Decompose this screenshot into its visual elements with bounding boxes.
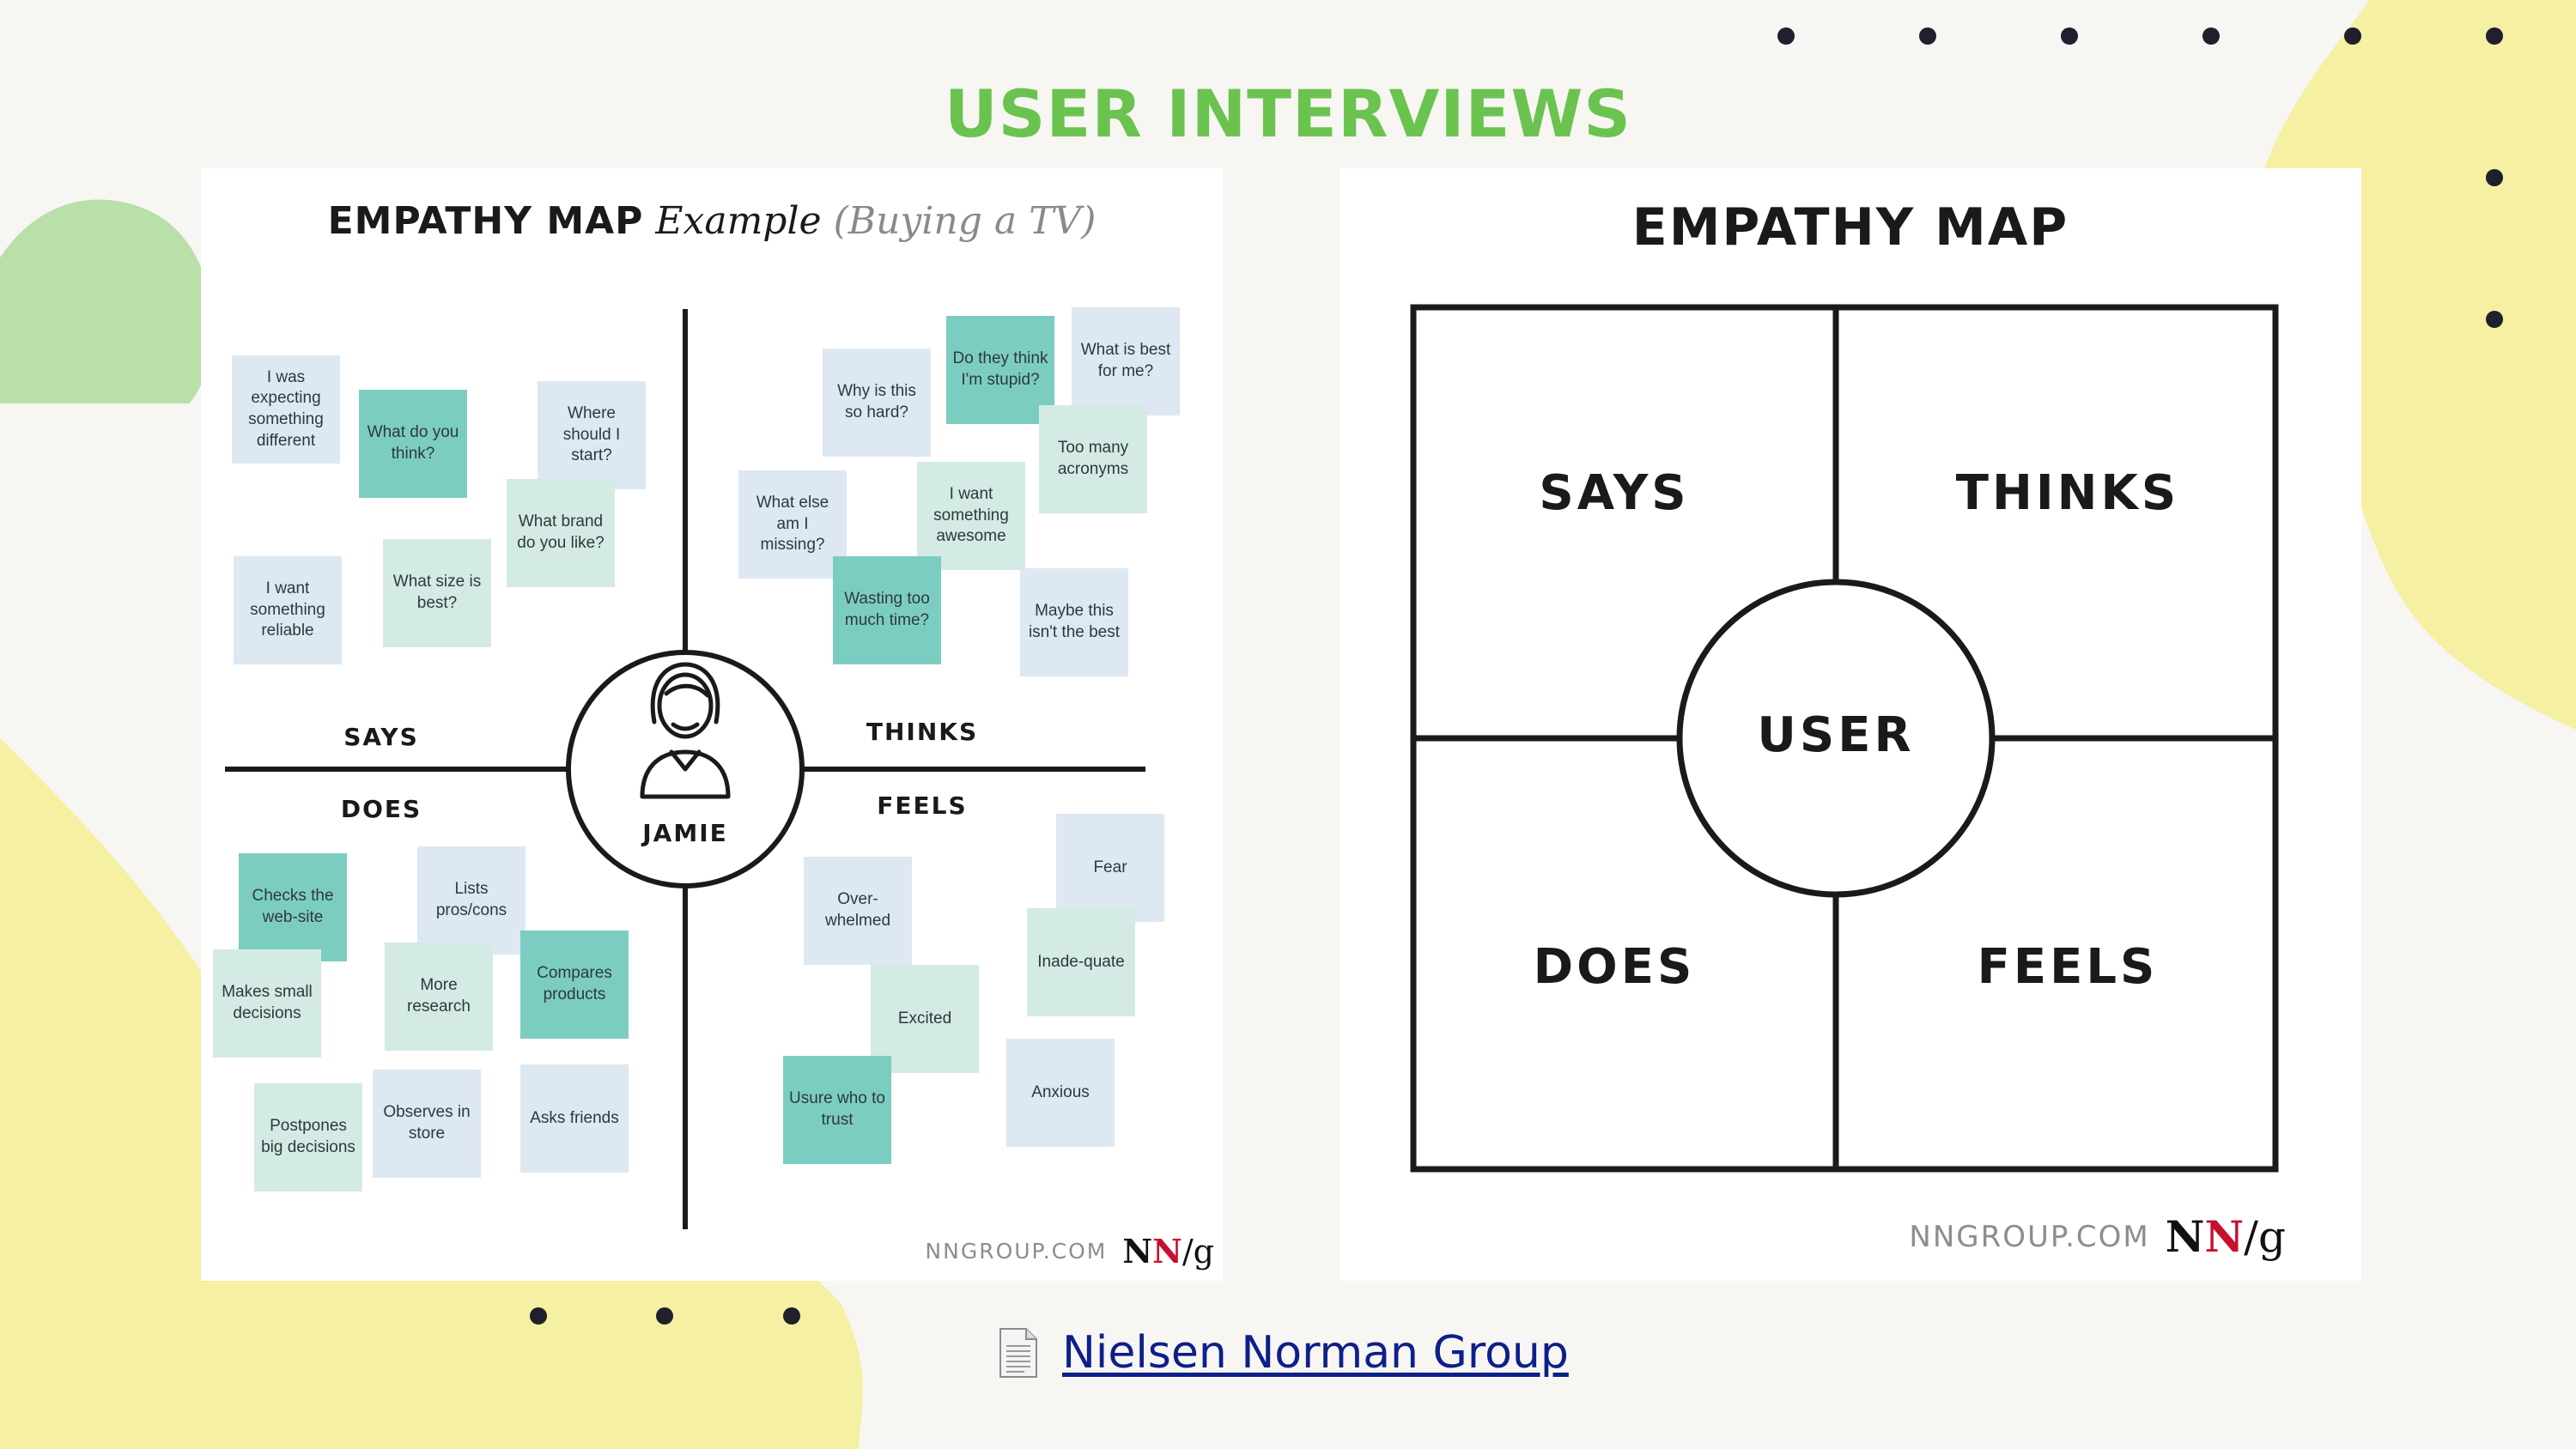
nng-logo-n1: N: [2165, 1211, 2205, 1262]
sticky-note: Excited: [871, 965, 979, 1073]
sticky-note: Postpones big decisions: [254, 1083, 362, 1191]
example-label-feels: FEELS: [877, 791, 968, 820]
sticky-note: What else am I missing?: [738, 470, 847, 579]
sticky-note: Inade-quate: [1027, 908, 1135, 1016]
example-map-title: EMPATHY MAP Example (Buying a TV): [201, 199, 1223, 243]
example-label-says: SAYS: [343, 723, 419, 751]
empathy-map-example: EMPATHY MAP Example (Buying a TV) JAMIE …: [201, 168, 1223, 1281]
sticky-note: I want something awesome: [917, 462, 1025, 570]
source-link-row: Nielsen Norman Group: [999, 1327, 1569, 1379]
example-title-italic: Example: [655, 199, 822, 243]
sticky-note: Over-whelmed: [804, 857, 912, 965]
template-label-says: SAYS: [1539, 465, 1690, 521]
sticky-note: What do you think?: [359, 390, 467, 498]
template-label-does: DOES: [1533, 939, 1696, 995]
sticky-note: Lists pros/cons: [417, 846, 526, 955]
sticky-note: What size is best?: [383, 539, 491, 647]
nng-logo-n2: N: [1152, 1232, 1182, 1270]
template-label-thinks: THINKS: [1955, 465, 2180, 521]
nng-logo-n2: N: [2204, 1211, 2245, 1262]
example-label-does: DOES: [340, 795, 422, 823]
template-label-feels: FEELS: [1977, 939, 2159, 995]
template-map-title: EMPATHY MAP: [1631, 197, 2069, 258]
sticky-note: Compares products: [520, 931, 629, 1039]
nng-logo-n1: N: [1122, 1232, 1153, 1270]
dot-grid-top-right: [1777, 27, 2503, 328]
sticky-note: What brand do you like?: [507, 479, 615, 587]
nng-logo: NN/g: [2166, 1211, 2286, 1262]
sticky-note: Anxious: [1006, 1039, 1115, 1147]
person-icon: [640, 662, 731, 799]
sticky-note: Maybe this isn't the best: [1020, 568, 1128, 676]
nng-logo-g: /g: [2244, 1212, 2286, 1262]
empathy-map-template: EMPATHY MAP USER SAYS THINKS DOES FEELS …: [1340, 168, 2361, 1281]
sticky-note: More research: [385, 943, 493, 1051]
nielsen-norman-group-link[interactable]: Nielsen Norman Group: [1062, 1327, 1569, 1379]
sticky-note: Why is this so hard?: [823, 349, 931, 457]
sticky-note: I want something reliable: [234, 556, 342, 664]
template-map-footer: NNGROUP.COM NN/g: [1909, 1211, 2286, 1262]
example-title-paren: (Buying a TV): [833, 199, 1097, 243]
example-map-axes: [225, 309, 1145, 1229]
sticky-note: Where should I start?: [538, 381, 646, 489]
sticky-note: Do they think I'm stupid?: [946, 316, 1054, 424]
example-center-label: JAMIE: [642, 819, 728, 847]
sticky-note: Asks friends: [520, 1064, 629, 1173]
example-map-footer: NNGROUP.COM NN/g: [925, 1232, 1214, 1270]
sticky-note: Fear: [1056, 814, 1164, 922]
sticky-note: Usure who to trust: [783, 1056, 891, 1164]
slide-title: USER INTERVIEWS: [944, 76, 1632, 152]
nng-logo: NN/g: [1122, 1232, 1214, 1270]
sticky-note: Checks the web-site: [239, 853, 347, 961]
template-center-label: USER: [1757, 707, 1915, 763]
footer-site: NNGROUP.COM: [1909, 1219, 2150, 1254]
sticky-note: Wasting too much time?: [833, 556, 941, 664]
sticky-note: Makes small decisions: [213, 949, 321, 1058]
green-blob-left: [0, 199, 215, 403]
footer-site: NNGROUP.COM: [925, 1239, 1108, 1264]
example-label-thinks: THINKS: [866, 718, 979, 746]
sticky-note: Too many acronyms: [1039, 405, 1147, 513]
template-map-grid: [1410, 304, 2279, 1173]
nng-logo-g: /g: [1182, 1233, 1214, 1270]
example-title-bold: EMPATHY MAP: [327, 199, 644, 243]
sticky-note: I was expecting something different: [232, 355, 340, 464]
document-icon: [999, 1328, 1037, 1378]
sticky-note: Observes in store: [373, 1070, 481, 1178]
dot-row-bottom: [530, 1307, 800, 1325]
template-center-circle: [1676, 579, 1996, 898]
sticky-note: What is best for me?: [1072, 307, 1180, 415]
